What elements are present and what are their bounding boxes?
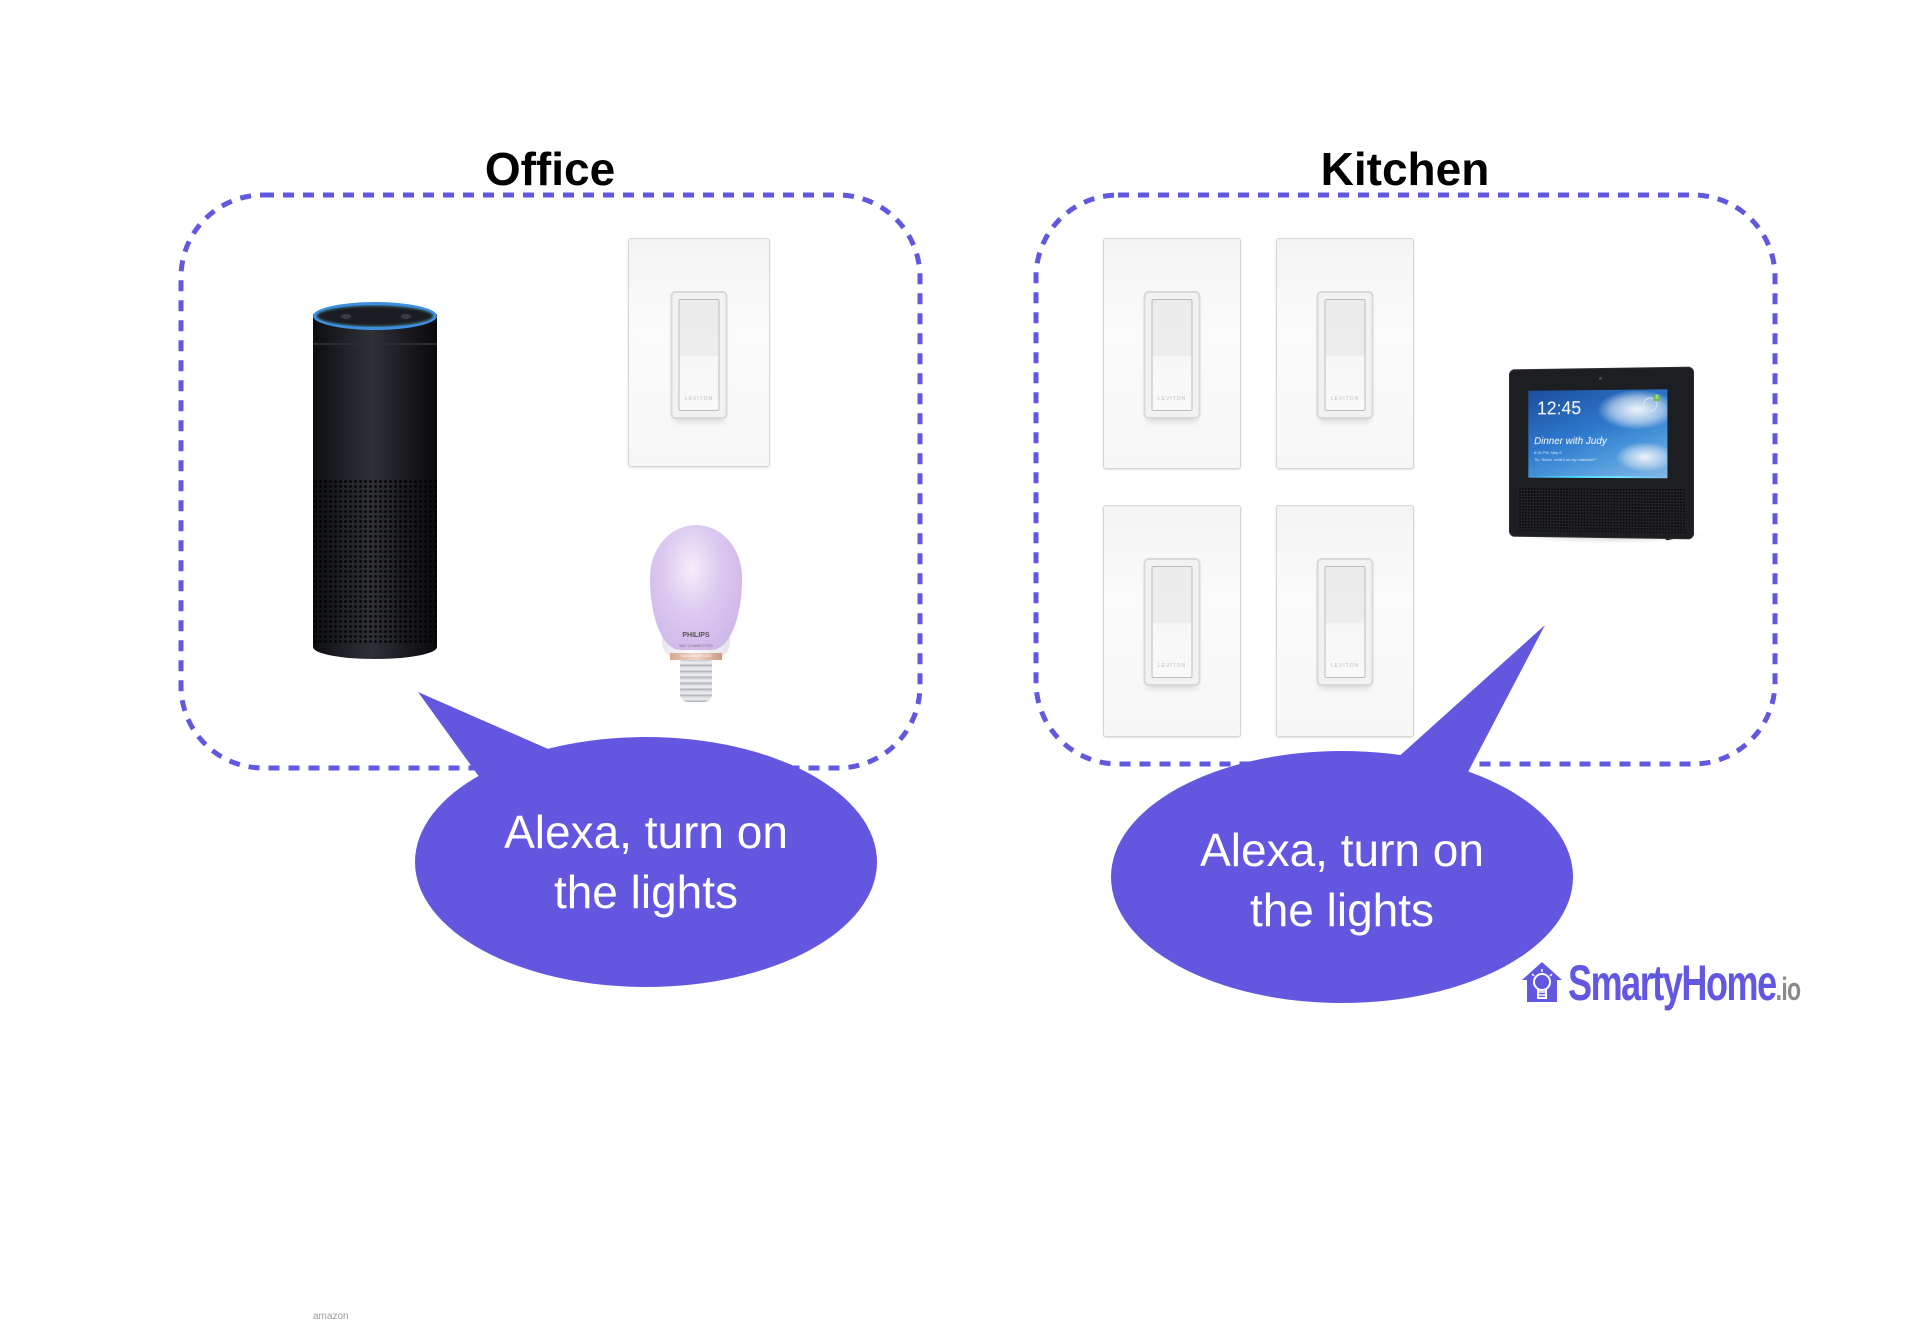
echo-light-ring	[313, 302, 437, 330]
philips-wiz-bulb: PHILIPS WiZ CONNECTED Full Color WiFi LE…	[650, 525, 742, 705]
logo-name: SmartyHome	[1568, 955, 1777, 1011]
switch-frame: LEVITON	[1143, 291, 1201, 419]
office-wall-switch: LEVITON	[628, 238, 770, 467]
kitchen-title: Kitchen	[1320, 143, 1490, 195]
bulb-band: Full Color WiFi LED	[670, 653, 722, 660]
speech-bubbles	[415, 625, 1573, 1003]
kitchen-bubble-body	[1111, 751, 1573, 1003]
office-bubble-body	[415, 737, 877, 987]
echo-button-icon	[341, 314, 351, 319]
switch-rocker: LEVITON	[1324, 299, 1366, 411]
logo-wordmark: SmartyHome.io	[1568, 955, 1801, 1011]
amazon-logo: amazon	[313, 1311, 349, 1322]
switch-rocker: LEVITON	[1151, 299, 1193, 411]
switch-rocker: LEVITON	[678, 299, 720, 411]
switch-frame: LEVITON	[1143, 558, 1201, 686]
switch-frame: LEVITON	[1316, 558, 1374, 686]
echo-speaker-grille	[313, 479, 437, 645]
smartyhome-logo: SmartyHome.io	[1520, 952, 1891, 1008]
office-speech-bubble	[415, 692, 877, 987]
echo-ring	[313, 343, 437, 345]
switch-brand: LEVITON	[1157, 396, 1187, 402]
bulb-screw-base	[680, 660, 712, 702]
logo-tld: .io	[1775, 971, 1801, 1007]
kitchen-wall-switch-4: LEVITON	[1276, 505, 1414, 737]
office-bubble-text: Alexa, turn on the lights	[416, 802, 876, 922]
office-bubble-line1: Alexa, turn on	[504, 806, 788, 858]
echo-button-icon	[401, 314, 411, 319]
bulb-brand: PHILIPS	[682, 632, 710, 639]
kitchen-wall-switch-2: LEVITON	[1276, 238, 1414, 469]
bulb-glass	[650, 525, 742, 650]
switch-brand: LEVITON	[1330, 396, 1360, 402]
switch-frame: LEVITON	[670, 291, 728, 419]
office-bubble-line2: the lights	[553, 866, 739, 918]
office-bubble-tail	[418, 692, 555, 778]
switch-brand: LEVITON	[684, 396, 714, 402]
kitchen-bubble-line2: the lights	[1249, 884, 1435, 936]
amazon-echo-speaker: amazon	[313, 302, 437, 1322]
switch-frame: LEVITON	[1316, 291, 1374, 419]
switch-rocker: LEVITON	[1324, 566, 1366, 678]
kitchen-bubble-text: Alexa, turn on the lights	[1112, 820, 1572, 940]
bulb-subtitle: WiZ CONNECTED	[679, 643, 713, 648]
office-title: Office	[484, 143, 616, 195]
kitchen-bubble-tail	[1395, 625, 1545, 772]
echo-body: amazon	[313, 314, 437, 1322]
switch-brand: LEVITON	[1330, 663, 1360, 669]
kitchen-wall-switch-1: LEVITON	[1103, 238, 1241, 469]
switch-rocker: LEVITON	[1151, 566, 1193, 678]
switch-brand: LEVITON	[1157, 663, 1187, 669]
kitchen-wall-switch-3: LEVITON	[1103, 505, 1241, 737]
amazon-echo-show: 12:45 3 Dinner with Judy 6:30 PM, May 9 …	[1505, 366, 1705, 544]
smart-home-bulb-icon	[1522, 962, 1562, 1002]
kitchen-speech-bubble	[1111, 625, 1573, 1003]
kitchen-bubble-line1: Alexa, turn on	[1200, 824, 1484, 876]
